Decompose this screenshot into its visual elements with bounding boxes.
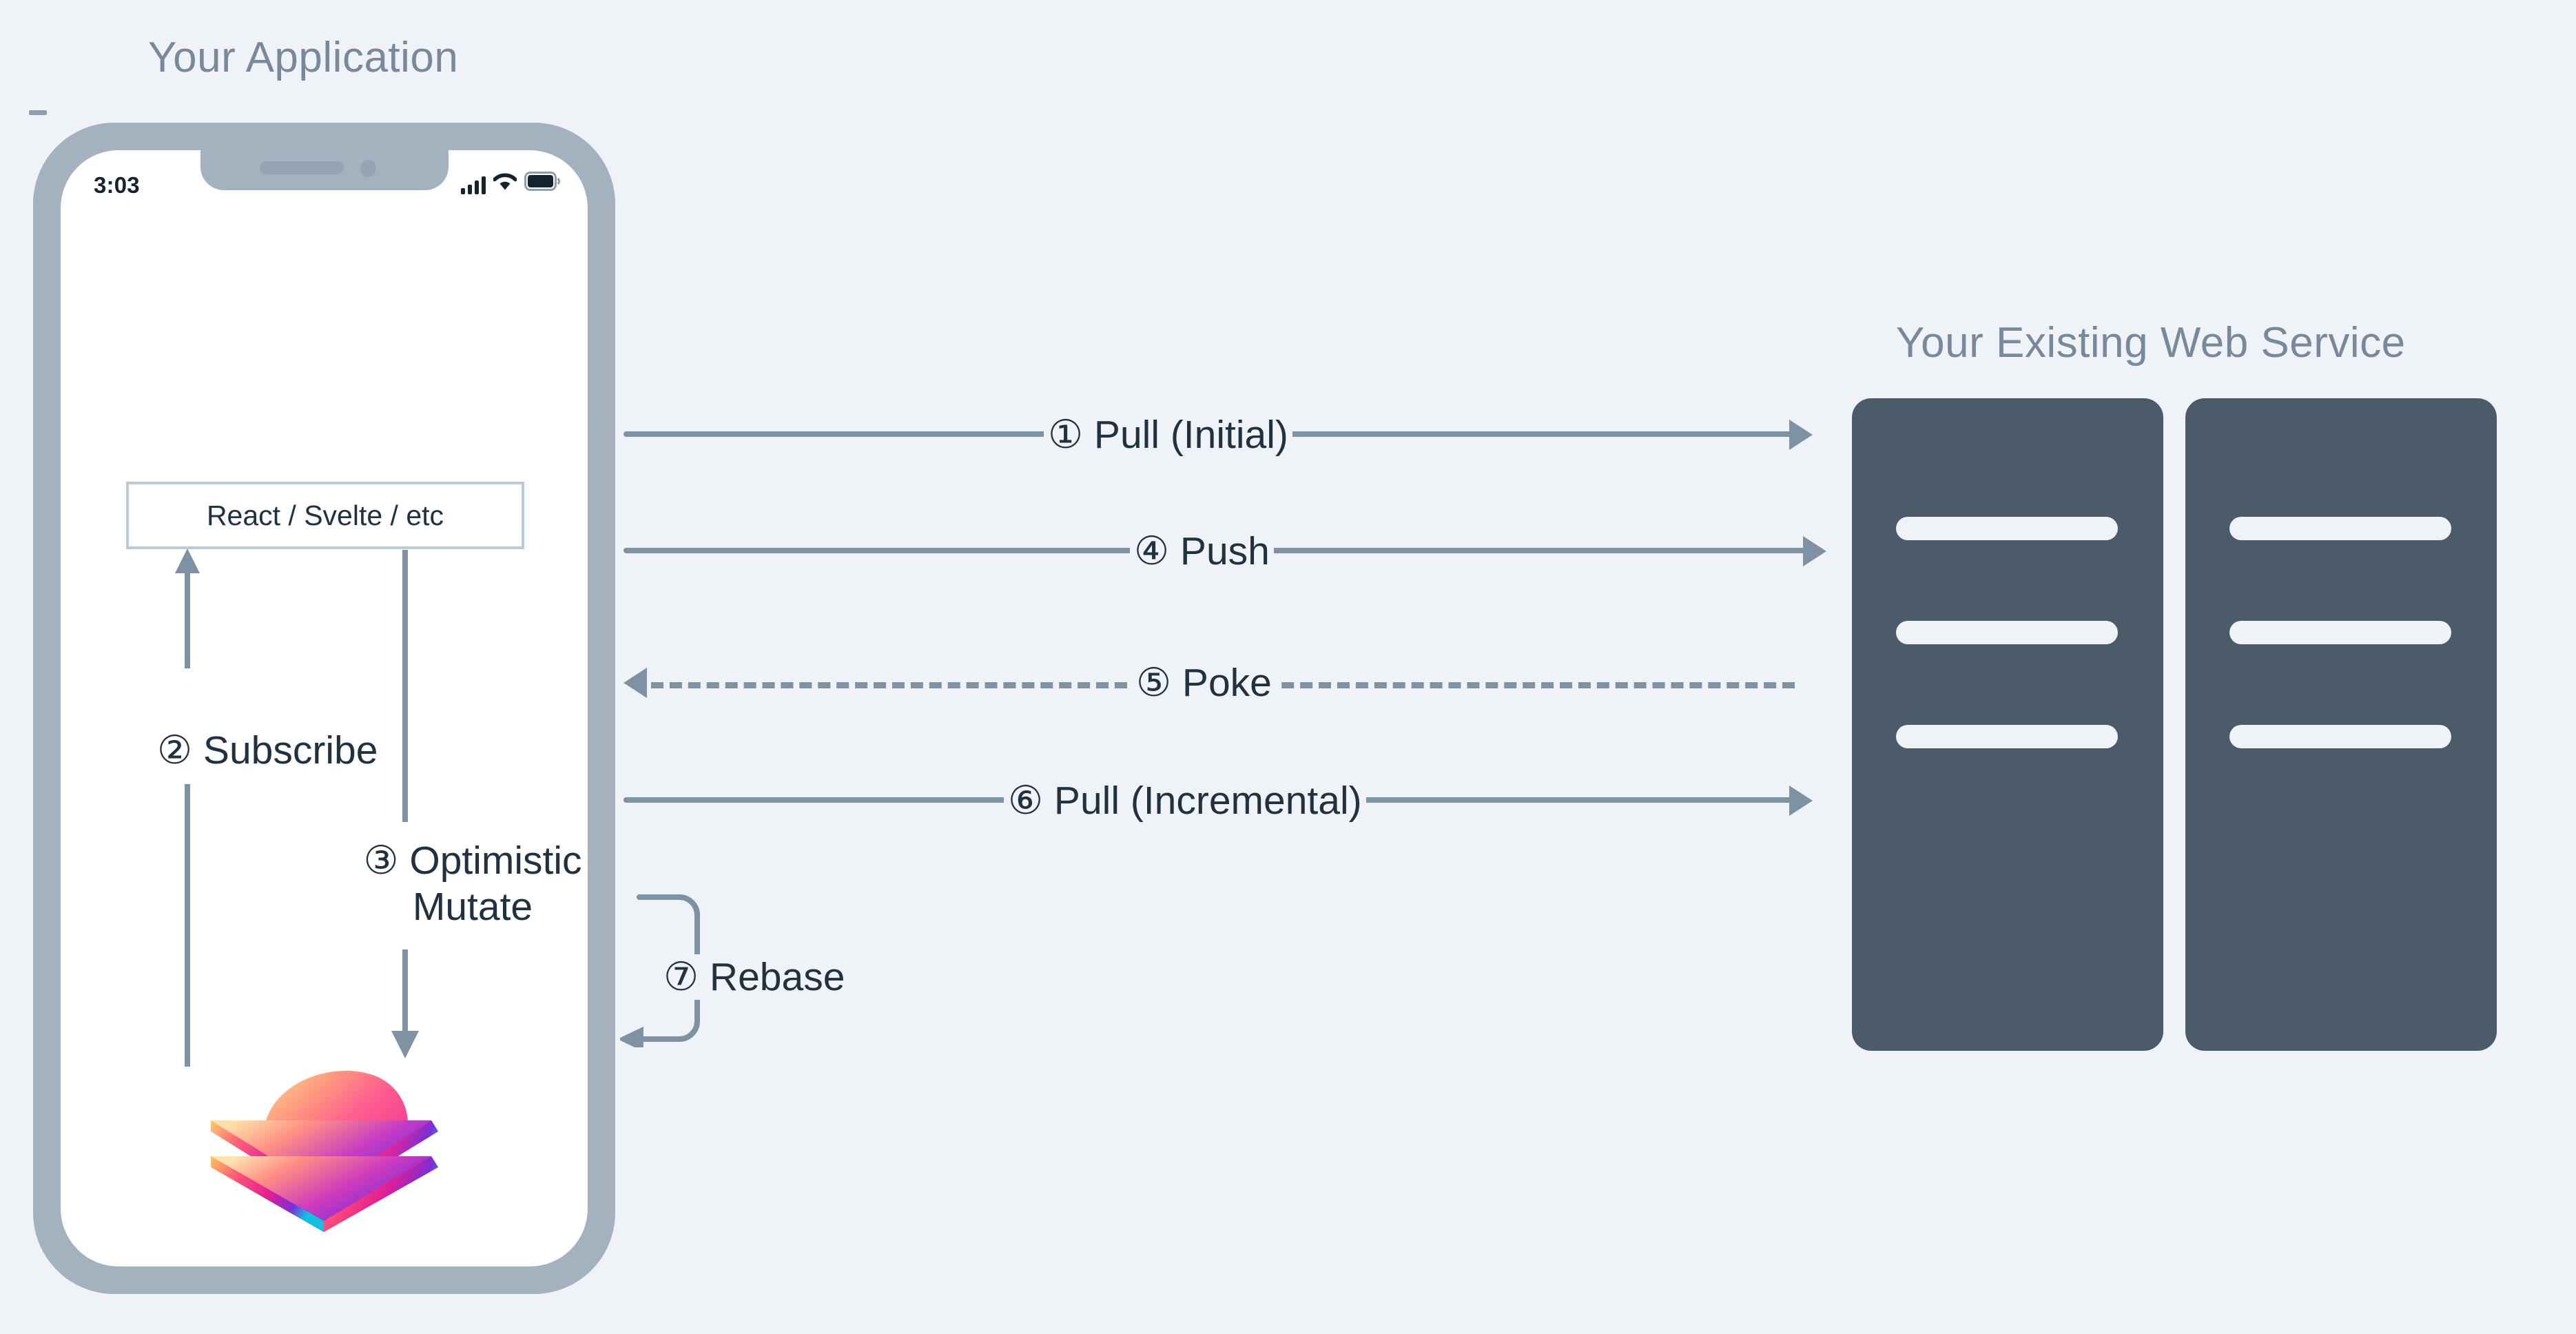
application-title: Your Application [148,34,459,81]
wifi-icon [493,173,517,194]
server-slot [1896,725,2118,748]
arrowhead-right-icon [1803,536,1826,566]
status-bar-icons [461,171,560,194]
server-slot [1896,517,2118,540]
phone-screen: 3:03 [61,150,588,1266]
server-slot [1896,621,2118,644]
phone-device: 3:03 [33,123,615,1294]
arrowhead-left-icon [624,668,647,698]
connector-label-poke: ⑤ Poke [1132,660,1276,706]
server-slot [2229,517,2451,540]
phone-notch [200,150,449,190]
server-rack-1 [1852,398,2163,1051]
status-bar-time: 3:03 [94,172,140,198]
connector-poke: ⑤ Poke [624,660,1836,706]
connector-label-push: ④ Push [1130,529,1274,574]
tick-mark-decoration [29,110,47,115]
connector-pull-initial: ① Pull (Initial) [624,412,1836,458]
framework-box-label: React / Svelte / etc [206,499,444,531]
cellular-signal-icon [461,176,486,194]
server-slot [2229,725,2451,748]
connector-label-pull-incremental: ⑥ Pull (Incremental) [1004,778,1366,823]
speaker-grille-icon [259,161,344,174]
connector-pull-incremental: ⑥ Pull (Incremental) [624,778,1836,823]
front-camera-icon [360,160,376,177]
server-rack-2 [2185,398,2497,1051]
framework-box[interactable]: React / Svelte / etc [126,482,524,549]
arrowhead-right-icon [1789,786,1813,816]
optimistic-mutate-label: ③ Optimistic Mutate [363,839,582,930]
battery-icon [524,172,560,194]
connector-label-rebase: ⑦ Rebase [658,954,851,1000]
connector-label-pull-initial: ① Pull (Initial) [1044,412,1292,458]
server-slot [2229,621,2451,644]
arrowhead-right-icon [1789,420,1813,450]
replicache-logo [192,1060,488,1232]
subscribe-label: ② Subscribe [157,728,378,772]
connector-push: ④ Push [624,529,1850,574]
web-service-title: Your Existing Web Service [1896,319,2406,367]
